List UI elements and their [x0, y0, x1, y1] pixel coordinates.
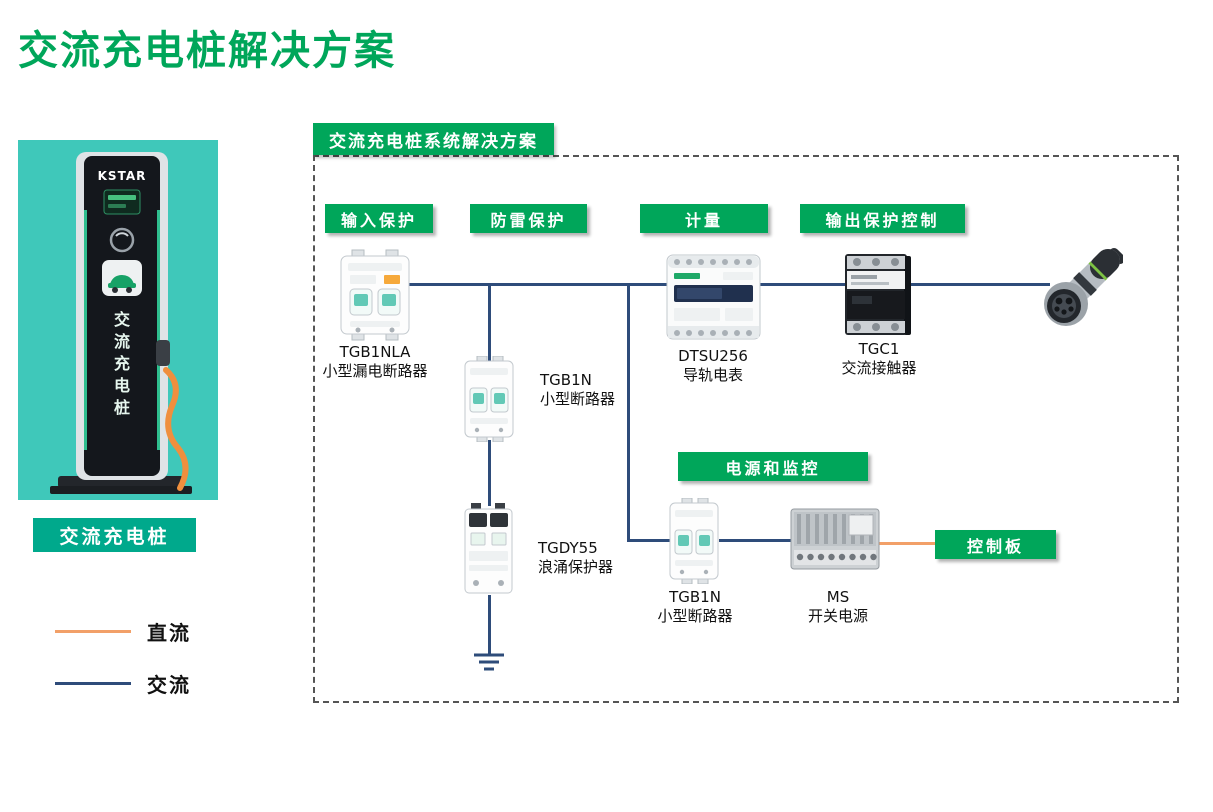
caption-rcbo-model: TGB1NLA [339, 343, 411, 361]
charging-gun-image [1028, 247, 1125, 332]
caption-spd-name: 浪涌保护器 [538, 558, 614, 576]
pillar-char: 流 [114, 332, 130, 351]
legend-label-dc: 直流 [147, 621, 191, 645]
caption-mcb1: TGB1N 小型断路器 [540, 371, 615, 409]
ac-wire-to-mcb2 [627, 539, 672, 542]
charging-pile-illustration: KSTAR 交 流 充 电 桩 [50, 152, 192, 494]
gun-holster [156, 340, 170, 366]
pillar-char: 电 [114, 376, 130, 395]
charging-cable [163, 367, 189, 491]
pillar-char: 交 [114, 310, 130, 329]
caption-mcb1-name: 小型断路器 [540, 390, 616, 408]
legend-item-ac: 交流 [55, 669, 191, 698]
caption-rcbo-name: 小型漏电断路器 [322, 362, 428, 380]
ac-line-swatch [55, 682, 131, 685]
caption-meter: DTSU256 导轨电表 [640, 347, 786, 385]
legend-item-dc: 直流 [55, 617, 191, 646]
dc-line-swatch [55, 630, 131, 633]
caption-spd-model: TGDY55 [538, 539, 598, 557]
caption-mcb2-model: TGB1N [669, 588, 721, 606]
caption-psu-name: 开关电源 [807, 607, 868, 625]
product-label: 交流充电桩 [33, 518, 196, 552]
page-title: 交流充电桩解决方案 [18, 28, 396, 74]
card-reader-icon [109, 227, 135, 253]
pillar-char: 桩 [114, 398, 130, 417]
power-supply-image [789, 503, 881, 575]
stage-label-metering: 计量 [640, 204, 768, 233]
ac-wire-to-mcb1 [488, 283, 491, 361]
ac-wire-mcb2-to-psu [719, 539, 792, 542]
contactor-image [844, 252, 912, 337]
legend-label-ac: 交流 [147, 673, 191, 697]
diagram-header: 交流充电桩系统解决方案 [313, 123, 554, 155]
mcb-breaker-image-1 [462, 355, 516, 443]
ac-wire-to-power-branch [627, 283, 630, 541]
stage-label-power-and-monitoring: 电源和监控 [678, 452, 868, 481]
caption-contactor: TGC1 交流接触器 [806, 340, 952, 378]
mcb-breaker-image-2 [667, 497, 721, 585]
caption-meter-model: DTSU256 [678, 347, 748, 365]
caption-mcb1-model: TGB1N [540, 371, 592, 389]
caption-rcbo: TGB1NLA 小型漏电断路器 [300, 343, 450, 381]
caption-mcb2-name: 小型断路器 [657, 607, 733, 625]
energy-meter-image [665, 252, 762, 342]
diagram-frame [313, 155, 1179, 703]
surge-protector-image [461, 503, 516, 597]
charging-pile-photo: KSTAR 交 流 充 电 桩 [18, 140, 218, 500]
stage-label-input-protection: 输入保护 [325, 204, 433, 233]
pillar-char: 充 [114, 354, 130, 373]
brand-text: KSTAR [98, 169, 147, 183]
ac-wire-mcb1-to-spd [488, 440, 491, 506]
dc-wire-psu-to-control-board [876, 542, 937, 545]
stage-label-control-board: 控制板 [935, 530, 1056, 559]
stage-label-lightning-protection: 防雷保护 [470, 204, 587, 233]
ac-wire-spd-to-ground [488, 595, 491, 655]
stage-label-output-protection: 输出保护控制 [800, 204, 965, 233]
ground-icon [474, 653, 504, 671]
caption-spd: TGDY55 浪涌保护器 [538, 539, 613, 577]
caption-meter-name: 导轨电表 [682, 366, 743, 384]
caption-psu: MS 开关电源 [765, 588, 911, 626]
rcbo-breaker-image [338, 249, 412, 341]
caption-contactor-name: 交流接触器 [841, 359, 917, 377]
caption-contactor-model: TGC1 [858, 340, 900, 358]
caption-mcb2: TGB1N 小型断路器 [622, 588, 768, 626]
pile-screen [103, 189, 141, 215]
caption-psu-model: MS [826, 588, 850, 606]
